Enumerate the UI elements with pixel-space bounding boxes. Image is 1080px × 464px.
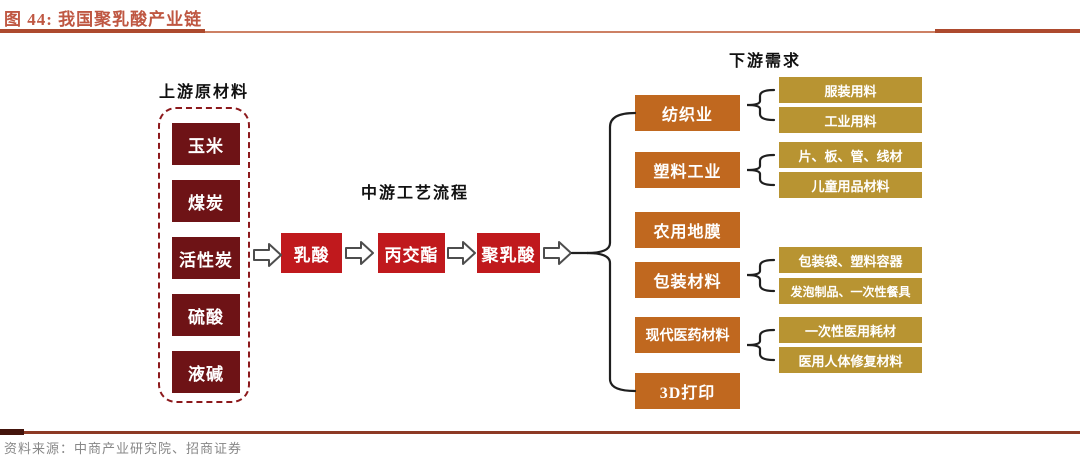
downstream-header: 下游需求 [728,53,801,70]
main-branch-brace [586,111,637,393]
source-rule-tick [0,429,24,435]
downstream-subitem-box: 一次性医用耗材 [779,317,922,343]
downstream-category-box: 农用地膜 [635,212,740,248]
figure-title: 图 44: 我国聚乳酸产业链 [4,10,203,29]
upstream-header: 上游原材料 [158,84,249,101]
downstream-subitem-box: 工业用料 [779,107,922,133]
downstream-category-box: 3D打印 [635,373,740,409]
flow-arrow-icon [447,241,476,265]
process-step-box: 聚乳酸 [477,233,540,273]
upstream-item-box: 硫酸 [172,294,240,336]
downstream-category-box: 塑料工业 [635,152,740,188]
upstream-item-box: 玉米 [172,123,240,165]
downstream-category-box: 包装材料 [635,262,740,298]
source-rule [0,431,1080,434]
sub-branch-brace [746,88,776,122]
upstream-item-box: 活性炭 [172,237,240,279]
title-rule-left-bold [0,29,205,33]
downstream-category-box: 现代医药材料 [635,317,740,353]
sub-branch-brace [746,328,776,362]
downstream-subitem-box: 包装袋、塑料容器 [779,247,922,273]
flow-arrow-icon [253,243,282,267]
flow-arrow-icon [543,241,572,265]
process-step-box: 乳酸 [281,233,342,273]
downstream-subitem-box: 发泡制品、一次性餐具 [779,278,922,304]
flow-arrow-icon [345,241,374,265]
downstream-subitem-box: 医用人体修复材料 [779,347,922,373]
sub-branch-brace [746,258,776,293]
downstream-subitem-box: 儿童用品材料 [779,172,922,198]
upstream-group-box [158,107,250,403]
downstream-subitem-box: 片、板、管、线材 [779,142,922,168]
upstream-item-box: 液碱 [172,351,240,393]
upstream-item-box: 煤炭 [172,180,240,222]
title-rule-right-bold [935,29,1080,33]
title-rule [0,31,1080,33]
sub-branch-brace [746,153,776,187]
downstream-subitem-box: 服装用料 [779,77,922,103]
process-step-box: 丙交酯 [378,233,445,273]
downstream-category-box: 纺织业 [635,95,740,131]
midstream-header: 中游工艺流程 [360,185,469,202]
source-note: 资料来源：中商产业研究院、招商证券 [4,441,243,456]
